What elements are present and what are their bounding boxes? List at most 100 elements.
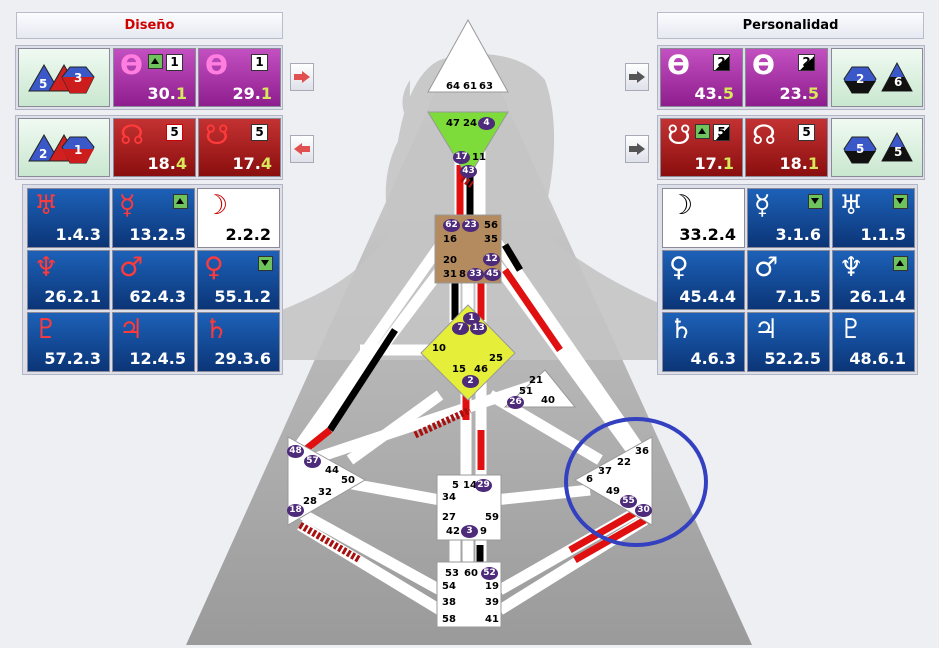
personality-south-node-cell[interactable]: ☋ 5 17.1: [660, 118, 743, 177]
personality-profile-1[interactable]: 2 6: [831, 48, 923, 107]
design-sun-cell[interactable]: ϴ 1 29.1: [198, 48, 281, 107]
personality-moon-cell[interactable]: ☽ 33.2.4: [662, 188, 745, 248]
personality-profile-2[interactable]: 5 5: [831, 118, 923, 177]
design-pluto-cell[interactable]: ♇57.2.3: [27, 312, 110, 372]
gate-57: 57: [304, 455, 321, 468]
planet-value: 48.6.1: [849, 349, 906, 368]
gate-18: 18: [287, 504, 304, 517]
gate-35: 35: [484, 234, 498, 245]
earth-icon: ϴ: [752, 50, 775, 81]
design-south-node-value: 17.4: [232, 154, 272, 173]
design-north-node-cell[interactable]: ☊ 5 18.4: [113, 118, 196, 177]
exalted-up-icon: [695, 124, 710, 139]
design-venus-cell[interactable]: ♀55.1.2: [197, 250, 280, 310]
personality-earth-cell[interactable]: ϴ 2 23.5: [745, 48, 828, 107]
arrow-right-icon: [294, 71, 310, 83]
planet-value: 52.2.5: [764, 349, 821, 368]
detriment-down-icon: [808, 194, 823, 209]
design-uranus-cell[interactable]: ♅1.4.3: [27, 188, 110, 248]
south-node-icon: ☋: [667, 120, 691, 151]
gate-33: 33: [467, 268, 484, 281]
personality-venus-cell[interactable]: ♀45.4.4: [662, 250, 745, 310]
sun-icon: ϴ: [667, 50, 690, 81]
personality-mercury-cell[interactable]: ☿3.1.6: [747, 188, 830, 248]
personality-sun-cell[interactable]: ϴ 2 43.5: [660, 48, 743, 107]
gate-20: 20: [443, 255, 457, 266]
gate-48: 48: [287, 445, 304, 458]
design-row-2: 2 1 ☊ 5 18.4 ☋ 5 17.4: [15, 115, 283, 180]
personality-mars-cell[interactable]: ♂7.1.5: [747, 250, 830, 310]
design-title: Diseño: [124, 18, 175, 33]
personality-row-2-arrow-button[interactable]: [625, 135, 649, 163]
personality-row-1-arrow-button[interactable]: [625, 63, 649, 91]
gate-47: 47: [446, 118, 460, 129]
moon-icon: ☽: [669, 190, 694, 221]
pluto-icon: ♇: [839, 314, 864, 345]
personality-row-2: ☋ 5 17.1 ☊ 5 18.1 5 5: [657, 115, 925, 180]
gate-23: 23: [462, 219, 479, 232]
personality-neptune-cell[interactable]: ♆26.1.4: [832, 250, 915, 310]
gate-10: 10: [432, 343, 446, 354]
gate-17: 17: [453, 151, 470, 164]
gate-41: 41: [485, 614, 499, 625]
gate-4: 4: [478, 117, 495, 130]
personality-uranus-cell[interactable]: ♅1.1.5: [832, 188, 915, 248]
design-sun-value: 29.1: [232, 84, 272, 103]
personality-profile-number-b: 6: [894, 75, 903, 89]
personality-pluto-cell[interactable]: ♇ 48.6.1: [832, 312, 915, 372]
design-neptune-cell[interactable]: ♆26.2.1: [27, 250, 110, 310]
sun-icon: ϴ: [205, 50, 228, 81]
gate-3: 3: [461, 525, 478, 538]
gate-14: 14: [463, 480, 477, 491]
personality-saturn-cell[interactable]: ♄4.6.3: [662, 312, 745, 372]
gate-39: 39: [485, 597, 499, 608]
design-jupiter-cell[interactable]: ♃12.4.5: [112, 312, 195, 372]
gate-30: 30: [635, 504, 652, 517]
line-box: 5: [713, 124, 730, 141]
arrow-right-icon: [629, 143, 645, 155]
line-box: 1: [166, 54, 183, 71]
head-center: [427, 18, 509, 93]
design-north-node-value: 18.4: [147, 154, 187, 173]
gate-13: 13: [470, 322, 487, 335]
personality-north-node-cell[interactable]: ☊ 5 18.1: [745, 118, 828, 177]
gate-27: 27: [442, 512, 456, 523]
gate-61: 61: [463, 81, 477, 92]
planet-value: 29.3.6: [214, 349, 271, 368]
design-row-1-arrow-button[interactable]: [290, 63, 314, 91]
planet-value: 26.1.4: [849, 287, 906, 306]
design-moon-cell[interactable]: ☽2.2.2: [197, 188, 280, 248]
g-center: [420, 304, 516, 401]
gate-62: 62: [443, 219, 460, 232]
gate-60: 60: [464, 568, 478, 579]
personality-jupiter-cell[interactable]: ♃52.2.5: [747, 312, 830, 372]
gate-22: 22: [617, 457, 631, 468]
uranus-icon: ♅: [34, 190, 59, 221]
design-mercury-cell[interactable]: ☿13.2.5: [112, 188, 195, 248]
personality-earth-value: 23.5: [779, 84, 819, 103]
planet-value: 55.1.2: [214, 287, 271, 306]
gate-5: 5: [452, 480, 459, 491]
design-profile-2[interactable]: 2 1: [18, 118, 110, 177]
design-saturn-cell[interactable]: ♄29.3.6: [197, 312, 280, 372]
arrow-right-icon: [629, 71, 645, 83]
planet-value: 33.2.4: [679, 225, 736, 244]
planet-value: 4.6.3: [690, 349, 736, 368]
design-earth-cell[interactable]: ϴ 1 30.1: [113, 48, 196, 107]
gate-32: 32: [318, 487, 332, 498]
design-mars-cell[interactable]: ♂62.4.3: [112, 250, 195, 310]
personality-north-node-value: 18.1: [779, 154, 819, 173]
design-south-node-cell[interactable]: ☋ 5 17.4: [198, 118, 281, 177]
gate-50: 50: [341, 475, 355, 486]
gate-63: 63: [479, 81, 493, 92]
gate-44: 44: [325, 465, 339, 476]
design-profile-1[interactable]: 5 3: [18, 48, 110, 107]
north-node-icon: ☊: [120, 120, 144, 151]
gate-64: 64: [446, 81, 460, 92]
uranus-icon: ♅: [839, 190, 864, 221]
gate-19: 19: [485, 581, 499, 592]
personality-planets-grid: ☽ 33.2.4 ☿3.1.6 ♅1.1.5 ♀45.4.4 ♂7.1.5 ♆26…: [657, 184, 918, 375]
design-row-2-arrow-button[interactable]: [290, 135, 314, 163]
detriment-down-icon: [258, 256, 273, 271]
gate-2: 2: [462, 375, 479, 388]
